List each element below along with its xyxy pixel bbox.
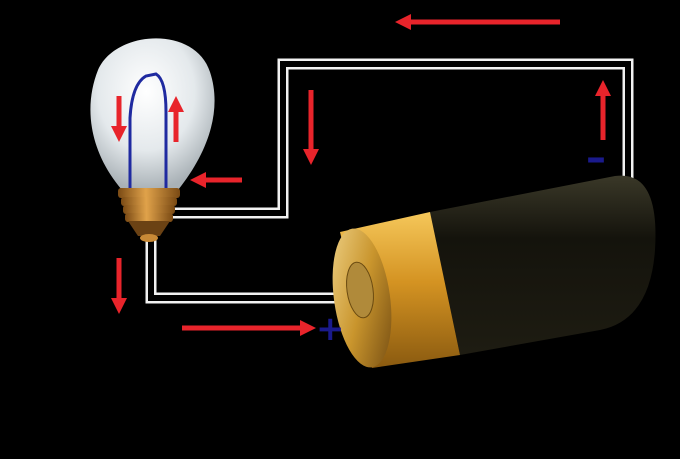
arrow-head	[190, 172, 206, 188]
battery	[332, 175, 656, 368]
current-arrow-bulb-exit	[111, 258, 127, 314]
positive-terminal-sign: +	[316, 309, 345, 349]
current-arrow-bulb-entry	[190, 172, 242, 188]
bulb-glass	[90, 38, 215, 190]
arrow-head	[111, 298, 127, 314]
arrow-head	[595, 80, 611, 96]
current-arrows	[111, 14, 611, 336]
battery-body	[430, 175, 656, 355]
arrow-head	[111, 126, 127, 142]
arrow-head	[303, 149, 319, 165]
negative-terminal-sign: –	[586, 135, 606, 181]
arrow-head	[300, 320, 316, 336]
arrow-head	[395, 14, 411, 30]
current-arrow-wire-right	[595, 80, 611, 140]
light-bulb	[90, 38, 215, 242]
wire-positive	[145, 238, 356, 304]
positive-terminal-nub	[346, 261, 374, 319]
current-arrow-wire-inner	[303, 90, 319, 165]
current-arrow-wire-top	[395, 14, 560, 30]
current-arrow-filament-right	[168, 96, 184, 142]
bulb-filament	[128, 72, 168, 192]
wire-negative	[168, 58, 634, 219]
current-arrow-wire-bottom	[182, 320, 316, 336]
arrow-head	[168, 96, 184, 112]
bulb-base	[118, 188, 180, 242]
current-arrow-filament-left	[111, 96, 127, 142]
